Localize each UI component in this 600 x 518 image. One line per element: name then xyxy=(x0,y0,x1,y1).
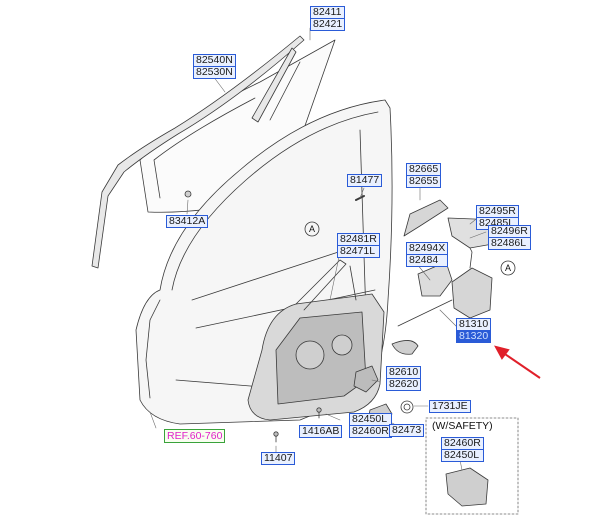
part-label-82460r[interactable]: 82460R xyxy=(349,425,392,438)
callout-a-circle xyxy=(304,221,320,237)
glass-run-channel xyxy=(91,35,305,269)
part-label-1731je[interactable]: 1731JE xyxy=(429,400,471,413)
label-group-latch: 81310 81320 xyxy=(456,318,492,343)
part-label-82471l[interactable]: 82471L xyxy=(337,245,380,258)
ref-label[interactable]: REF.60-760 xyxy=(164,429,226,443)
label-group-safety: 82460R 82450L xyxy=(441,437,484,462)
lock-rod xyxy=(397,299,453,327)
label-group-hinge: 82450L 82460R xyxy=(349,413,392,438)
safety-caption: (W/SAFETY) xyxy=(432,420,493,432)
safety-motor xyxy=(445,467,489,507)
callout-a-text: A xyxy=(309,224,315,234)
label-group-channel: 82540N 82530N xyxy=(193,54,236,79)
callout-a-circle xyxy=(500,260,516,276)
part-label-82486l[interactable]: 82486L xyxy=(488,237,531,250)
part-label-82620[interactable]: 82620 xyxy=(386,378,422,391)
safety-box xyxy=(425,417,519,515)
handle-bracket xyxy=(417,261,453,297)
inside-handle xyxy=(391,340,419,355)
label-group-regulator: 82481R 82471L xyxy=(337,233,380,258)
part-label-11407[interactable]: 11407 xyxy=(261,452,296,465)
pointer-arrow xyxy=(494,345,541,379)
part-label-82530n[interactable]: 82530N xyxy=(193,66,236,79)
callout-a-text: A xyxy=(505,263,511,273)
part-label-82450l-safety[interactable]: 82450L xyxy=(441,449,484,462)
regulator-motor xyxy=(353,365,379,393)
part-label-81477[interactable]: 81477 xyxy=(347,174,383,187)
part-label-82484[interactable]: 82484 xyxy=(406,254,449,267)
window-regulator xyxy=(247,259,385,421)
label-group-handle-pad: 82496R 82486L xyxy=(488,225,531,250)
label-group-handle: 82665 82655 xyxy=(406,163,442,188)
part-label-83412a[interactable]: 83412A xyxy=(166,215,209,228)
label-group-motor: 82610 82620 xyxy=(386,366,422,391)
part-label-82655[interactable]: 82655 xyxy=(406,175,442,188)
door-latch xyxy=(451,239,493,319)
label-group-bracket: 82494X 82484 xyxy=(406,242,449,267)
part-label-1416ab[interactable]: 1416AB xyxy=(299,425,343,438)
part-label-82473[interactable]: 82473 xyxy=(389,424,425,437)
label-group-handle-cover: 82495R 82485L xyxy=(476,205,519,230)
part-label-82421[interactable]: 82421 xyxy=(310,18,346,31)
hole-seal xyxy=(400,400,414,414)
label-group-glass: 82411 82421 xyxy=(310,6,346,31)
callout-a-letter: A A xyxy=(309,224,511,273)
part-label-81320[interactable]: 81320 xyxy=(456,330,492,343)
